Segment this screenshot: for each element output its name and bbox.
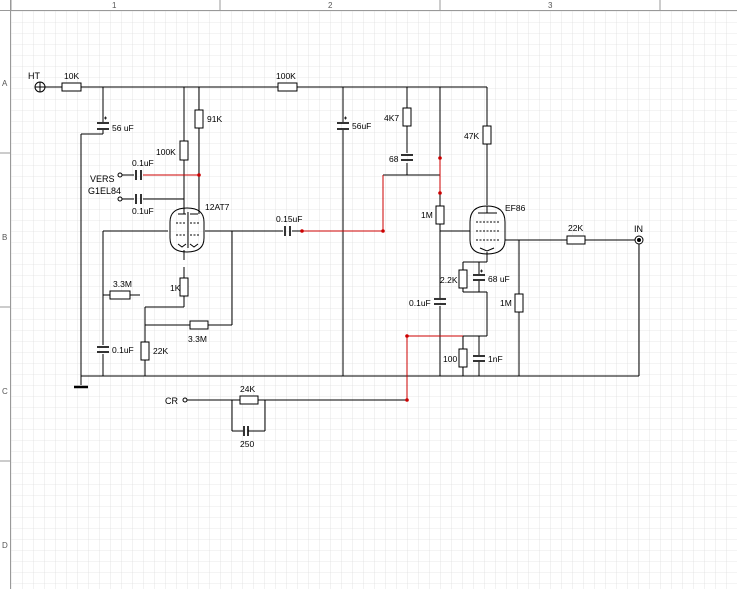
wires <box>45 86 640 432</box>
ruler-row-d: D <box>2 541 8 550</box>
label-01uf-right: 0.1uF <box>409 298 431 308</box>
label-100k-left: 100K <box>156 147 176 157</box>
polarity-marks <box>104 116 483 273</box>
tube-ef86-symbol <box>469 205 506 255</box>
tube-12at7-symbol <box>169 207 205 253</box>
label-01uf-bottom: 0.1uF <box>112 345 134 355</box>
label-24k: 24K <box>240 384 255 394</box>
resistor-3m3-upper <box>109 290 131 300</box>
resistor-1m-right <box>514 293 524 313</box>
label-1k: 1K <box>170 283 181 293</box>
resistor-4k7 <box>402 107 412 127</box>
label-cr: CR <box>165 396 178 406</box>
label-g1el84: G1EL84 <box>88 186 121 196</box>
ruler-row-c: C <box>2 387 8 396</box>
red-wires <box>143 158 463 400</box>
resistor-10k <box>61 82 82 92</box>
capacitors <box>97 122 485 436</box>
label-vers: VERS <box>90 174 115 184</box>
label-68uf: 68 uF <box>488 274 510 284</box>
ht-terminal <box>34 81 46 93</box>
resistor-22k-left <box>140 341 150 361</box>
label-100: 100 <box>443 354 457 364</box>
label-91k: 91K <box>207 114 222 124</box>
label-ht: HT <box>28 71 40 81</box>
label-4k7: 4K7 <box>384 113 399 123</box>
label-22k-right: 22K <box>568 223 583 233</box>
small-terminals <box>117 172 188 403</box>
ruler-row-a: A <box>2 79 8 88</box>
ruler-col-3: 3 <box>548 1 553 10</box>
label-100k-top: 100K <box>276 71 296 81</box>
resistor-3m3-lower <box>189 320 209 330</box>
label-3m3-lower: 3.3M <box>188 334 207 344</box>
resistor-91k <box>194 109 204 129</box>
label-3m3-upper: 3.3M <box>113 279 132 289</box>
junction-dots <box>197 156 442 402</box>
resistor-100 <box>458 348 468 368</box>
resistor-22k-right <box>566 235 586 245</box>
resistors <box>61 82 586 405</box>
resistor-47k <box>482 125 492 145</box>
label-1m-right: 1M <box>500 298 512 308</box>
resistor-2k2 <box>458 269 468 289</box>
left-ruler <box>0 0 11 589</box>
label-1nf: 1nF <box>488 354 503 364</box>
label-2k2: 2.2K <box>440 275 458 285</box>
label-22k-left: 22K <box>153 346 168 356</box>
ruler-row-b: B <box>2 233 7 242</box>
resistor-100k-top <box>277 82 298 92</box>
label-47k: 47K <box>464 131 479 141</box>
ruler-col-2: 2 <box>328 1 333 10</box>
label-tube-ef86: EF86 <box>505 203 526 213</box>
resistor-1m-mid <box>435 205 445 225</box>
in-terminal <box>634 235 644 245</box>
label-1m-mid: 1M <box>421 210 433 220</box>
resistor-100k-left <box>179 140 189 161</box>
label-015uf: 0.15uF <box>276 214 302 224</box>
label-250: 250 <box>240 439 254 449</box>
label-tube-12at7: 12AT7 <box>205 202 230 212</box>
ruler-col-1: 1 <box>112 1 117 10</box>
label-68: 68 <box>389 154 399 164</box>
label-10k: 10K <box>64 71 79 81</box>
label-in: IN <box>634 224 643 234</box>
sheet-grid <box>11 11 737 589</box>
resistor-24k <box>239 395 259 405</box>
label-56uf-mid: 56uF <box>352 121 371 131</box>
label-01uf-lower: 0.1uF <box>132 206 154 216</box>
label-01uf-upper: 0.1uF <box>132 158 154 168</box>
label-56uf-left: 56 uF <box>112 123 134 133</box>
resistor-1k <box>179 277 189 297</box>
